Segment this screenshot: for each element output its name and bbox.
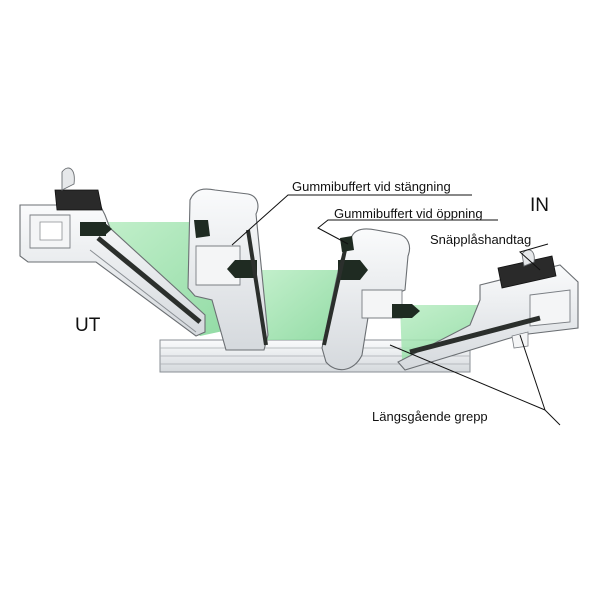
leader-grips-a	[389, 344, 546, 411]
bumper-closing-label: Gummibuffert vid stängning	[292, 179, 451, 194]
left-sash-profile	[19, 167, 206, 337]
leader-lines	[231, 194, 561, 426]
leader-snap-handle	[518, 243, 549, 271]
leader-grips-tail	[544, 409, 561, 426]
snap-handle-label: Snäpplåshandtag	[430, 232, 532, 247]
inside-label: IN	[530, 195, 549, 216]
leader-bumper-closing	[231, 194, 472, 246]
right-sash-profile	[392, 249, 579, 371]
bumper-opening-label: Gummibuffert vid öppning	[334, 206, 483, 221]
grips-label: Längsgående grepp	[372, 409, 488, 424]
middle-left-sash-profile	[187, 188, 269, 351]
leader-grips-b	[519, 334, 546, 411]
outside-label: UT	[75, 315, 101, 336]
leader-bumper-opening	[317, 219, 498, 245]
